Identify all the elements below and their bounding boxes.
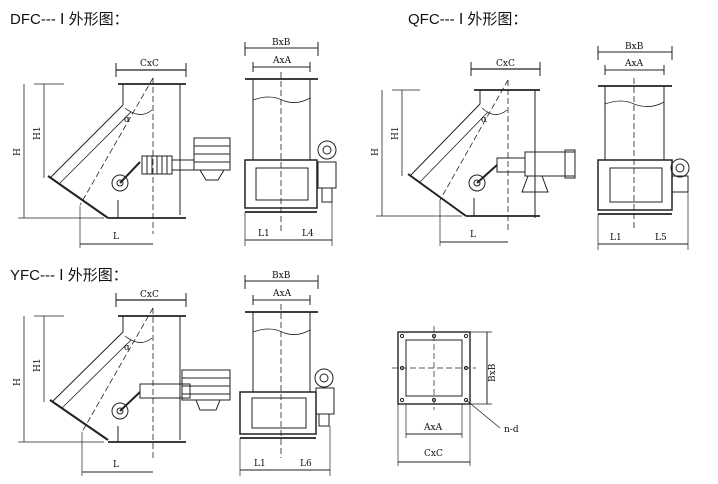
yfc-front-view: BxB AxA L1 L6 xyxy=(239,271,335,476)
dfc-l4-label: L4 xyxy=(302,229,314,239)
qfc-axa-label: AxA xyxy=(624,59,644,69)
qfc-l5-label: L5 xyxy=(655,233,667,243)
qfc-l1-label: L1 xyxy=(610,233,622,243)
qfc-side-view: CxC α H H1 L xyxy=(371,59,576,246)
yfc-side-view: CxC α H H1 L xyxy=(13,290,231,476)
plan-cxc-label: CxC xyxy=(424,449,443,459)
yfc-alpha-label: α xyxy=(124,343,130,353)
yfc-l-label: L xyxy=(113,460,119,470)
dfc-alpha-label: α xyxy=(124,115,130,125)
qfc-bxb-label: BxB xyxy=(625,42,644,52)
dfc-cxc-label: CxC xyxy=(140,59,159,69)
dfc-bxb-label: BxB xyxy=(272,38,291,48)
qfc-front-view: BxB AxA L1 L5 xyxy=(597,42,690,250)
plan-bxb-label: BxB xyxy=(488,363,498,382)
qfc-h-label: H xyxy=(371,148,381,156)
yfc-axa-label: AxA xyxy=(272,289,292,299)
dfc-side-view: CxC α H H1 L xyxy=(13,59,231,248)
yfc-h1-label: H1 xyxy=(33,358,43,372)
dfc-h1-label: H1 xyxy=(33,126,43,140)
yfc-l6-label: L6 xyxy=(300,459,312,469)
dfc-title: DFC--- Ⅰ 外形图： xyxy=(10,11,129,28)
qfc-alpha-label: α xyxy=(481,115,487,125)
qfc-h1-label: H1 xyxy=(391,126,401,140)
yfc-title: YFC--- Ⅰ 外形图： xyxy=(10,267,128,284)
dfc-axa-label: AxA xyxy=(272,56,292,66)
plan-nd-label: n-d xyxy=(504,425,519,435)
qfc-cxc-label: CxC xyxy=(496,59,515,69)
dfc-front-view: BxB AxA L1 L4 xyxy=(244,38,337,246)
plan-axa-label: AxA xyxy=(423,423,443,433)
yfc-bxb-label: BxB xyxy=(272,271,291,281)
yfc-l1-label: L1 xyxy=(254,459,266,469)
yfc-h-label: H xyxy=(13,378,23,386)
dfc-h-label: H xyxy=(13,148,23,156)
dfc-l1-label: L1 xyxy=(258,229,270,239)
yfc-cxc-label: CxC xyxy=(140,290,159,300)
qfc-title: QFC--- Ⅰ 外形图： xyxy=(408,11,528,28)
qfc-l-label: L xyxy=(470,230,476,240)
flange-plan-view: BxB AxA CxC n-d xyxy=(392,326,519,466)
dfc-l-label: L xyxy=(113,232,119,242)
